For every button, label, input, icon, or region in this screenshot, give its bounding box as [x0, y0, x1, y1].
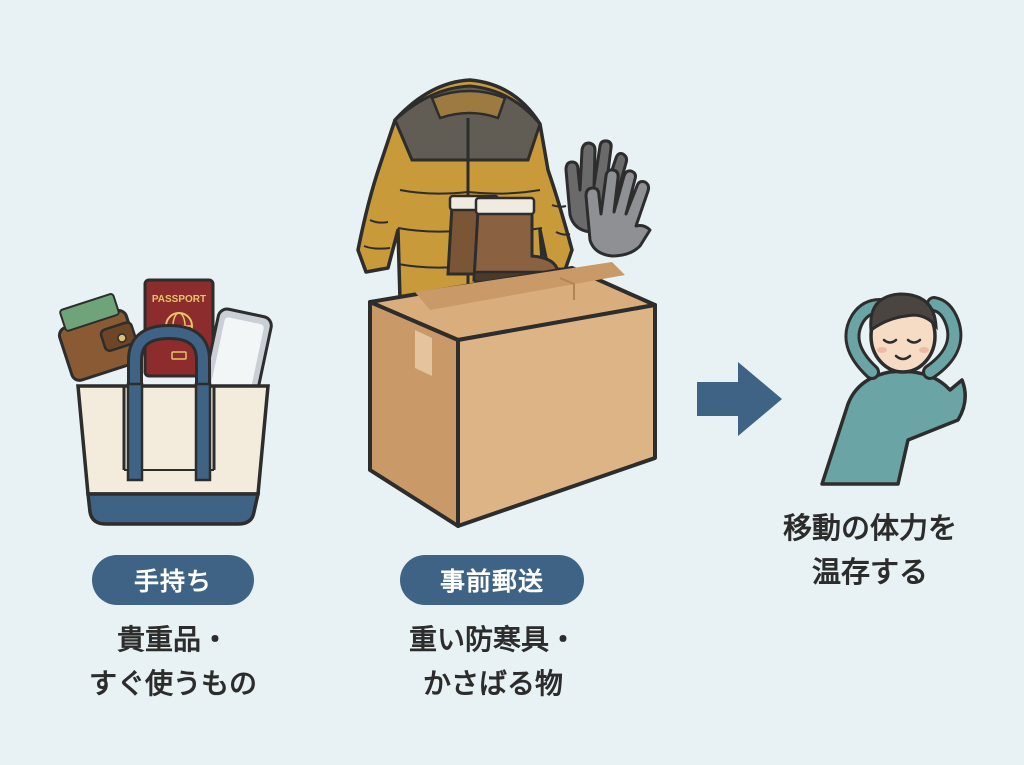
ship-label: 事前郵送 — [400, 555, 584, 605]
box-group — [356, 78, 657, 528]
tote-bag-group: PASSPORT — [57, 278, 273, 526]
result-caption-line1: 移動の体力を — [782, 511, 957, 545]
smartphone-icon — [201, 307, 273, 409]
cardboard-box-icon — [368, 262, 657, 528]
ship-caption-line1: 重い防寒具・ — [408, 623, 577, 656]
gloves-icon — [564, 139, 652, 258]
result-caption-line2: 温存する — [811, 555, 928, 589]
ship-caption: 重い防寒具・ かさばる物 — [370, 618, 616, 706]
tote-bag-icon — [76, 323, 270, 526]
result-caption: 移動の体力を 温存する — [752, 506, 988, 594]
right-arrow-icon — [697, 362, 782, 436]
carry-caption-line1: 貴重品・ — [116, 623, 229, 656]
ship-caption-line2: かさばる物 — [422, 667, 563, 700]
carry-label: 手持ち — [92, 555, 254, 605]
carry-caption: 貴重品・ すぐ使うもの — [40, 618, 306, 706]
relaxing-person-icon — [820, 292, 967, 486]
wallet-icon — [57, 293, 141, 382]
passport-text: PASSPORT — [152, 294, 206, 305]
carry-caption-line2: すぐ使うもの — [88, 667, 257, 700]
